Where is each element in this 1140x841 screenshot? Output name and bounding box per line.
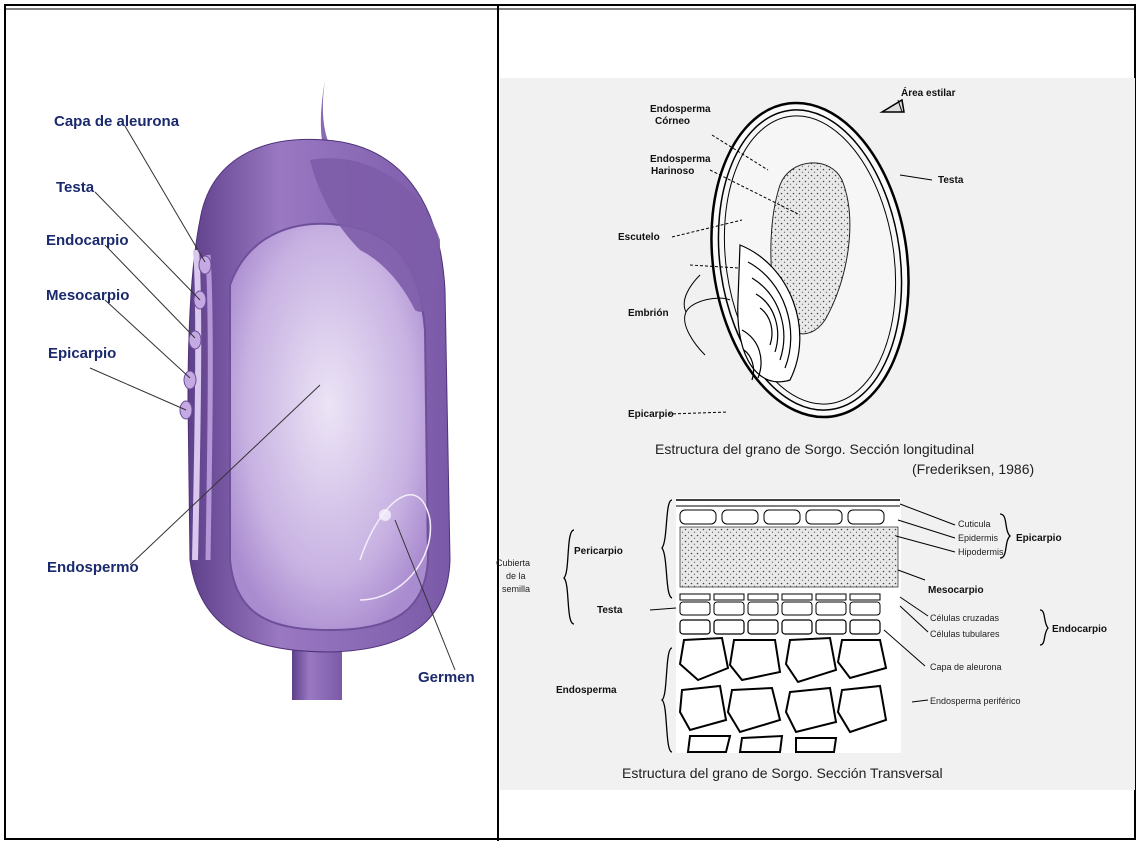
label-cubierta-1: Cubierta [496,558,530,568]
label-celulas-cruzadas: Células cruzadas [930,613,1000,623]
label-epidermis: Epidermis [958,533,999,543]
label-endocarpio-trans: Endocarpio [1052,624,1107,635]
left-grain-illustration: Capa de aleurona Testa Endocarpio Mesoca… [45,78,483,700]
label-embrion: Embrión [628,308,669,319]
label-testa: Testa [56,179,95,196]
label-capa-aleurona-trans: Capa de aleurona [930,662,1002,672]
label-testa-trans: Testa [597,605,623,616]
label-endosperma-periferico: Endosperma periférico [930,696,1021,706]
caption-transversal: Estructura del grano de Sorgo. Sección T… [622,765,943,781]
label-mesocarpio: Mesocarpio [46,287,129,304]
label-pericarpio: Pericarpio [574,546,623,557]
label-epicarpio-trans: Epicarpio [1016,533,1062,544]
label-mesocarpio-trans: Mesocarpio [928,585,984,596]
label-epicarpio-long: Epicarpio [628,409,674,420]
caption-longitudinal-source: (Frederiksen, 1986) [912,461,1034,477]
label-epicarpio: Epicarpio [48,345,116,362]
label-cuticula: Cuticula [958,519,991,529]
label-endosperma-harinoso-2: Harinoso [651,166,694,177]
label-endosperma-corneo-1: Endosperma [650,104,711,115]
label-cubierta-3: semilla [502,584,530,594]
label-cubierta-2: de la [506,571,526,581]
caption-longitudinal: Estructura del grano de Sorgo. Sección l… [655,441,974,457]
label-germen: Germen [418,669,475,686]
label-endospermo: Endospermo [47,559,139,576]
label-escutelo: Escutelo [618,232,660,243]
label-celulas-tubulares: Células tubulares [930,629,1000,639]
label-endocarpio: Endocarpio [46,232,129,249]
label-endosperma-corneo-2: Córneo [655,116,690,127]
label-endosperma: Endosperma [556,685,617,696]
label-area-estilar: Área estilar [901,86,956,99]
label-testa-long: Testa [938,175,964,186]
label-hipodermis: Hipodermis [958,547,1004,557]
label-endosperma-harinoso-1: Endosperma [650,154,711,165]
label-capa-aleurona: Capa de aleurona [54,113,180,130]
